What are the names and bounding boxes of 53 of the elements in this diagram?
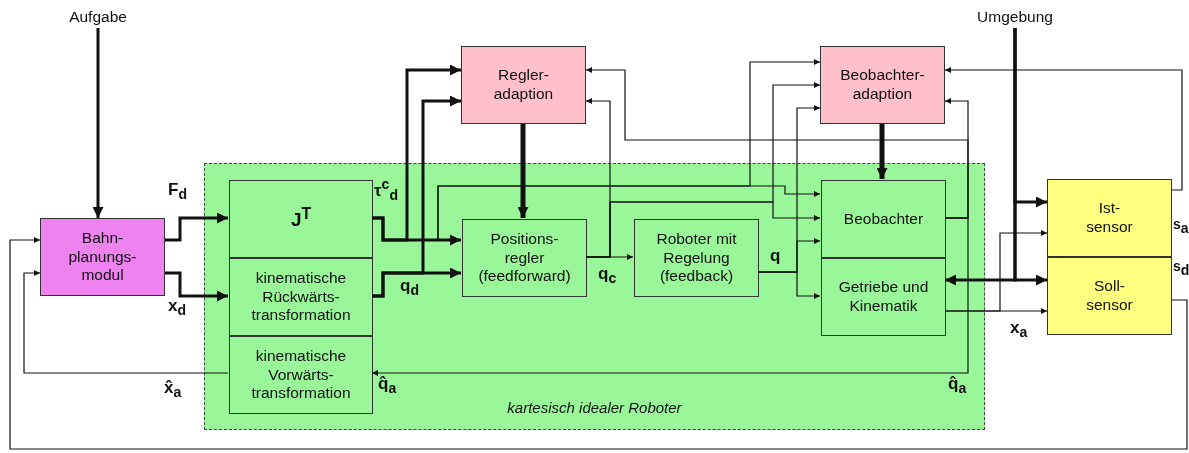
input-label: Aufgabe <box>58 6 138 28</box>
arrow <box>945 28 1017 286</box>
process-box <box>821 258 946 336</box>
arrow <box>9 237 1188 450</box>
signal-label: q̂$_{a}$ <box>948 374 967 397</box>
signal-label: q$_{d}$ <box>400 276 419 299</box>
signal-label: x̂$_{a}$ <box>164 378 182 401</box>
process-box <box>462 219 587 297</box>
box-label: Soll-sensor <box>1085 277 1134 315</box>
process-box <box>1047 257 1172 335</box>
arrow <box>165 212 228 242</box>
box-label: Positions-regler (feedforward) <box>477 230 572 286</box>
box-label: Beobachter <box>843 209 924 229</box>
arrow <box>944 67 1183 191</box>
signal-label: x$_{a}$ <box>1010 318 1028 341</box>
box-label: Roboter mit Regelung (feedback) <box>655 230 738 286</box>
signal-label: q̂$_{a}$ <box>378 374 397 397</box>
signal-label: x$_{d}$ <box>168 296 187 319</box>
arrow <box>517 124 529 218</box>
signal-label: q <box>770 246 781 266</box>
signal-label: F$_{d}$ <box>168 180 187 203</box>
arrow <box>23 270 229 374</box>
process-box <box>40 218 165 296</box>
subsystem-region <box>204 163 985 430</box>
signal-label: q$_{c}$ <box>598 264 617 287</box>
process-box <box>229 336 373 414</box>
arrow <box>757 105 821 273</box>
arrow <box>372 64 461 242</box>
input-label: Umgebung <box>965 6 1065 28</box>
arrow <box>585 201 821 258</box>
box-label: Beobachter-adaption <box>839 66 926 104</box>
arrow <box>372 95 461 298</box>
process-box <box>1047 179 1172 257</box>
region-title: kartesisch idealer Roboter <box>506 399 683 417</box>
box-label: Regler-adaption <box>492 66 555 104</box>
process-box <box>634 219 759 297</box>
box-label: J$^{T}$ <box>290 205 312 233</box>
box-label: Getriebe und Kinematik <box>838 278 929 316</box>
arrow <box>371 217 969 376</box>
process-box <box>461 46 586 124</box>
box-label: kinematische Rückwärts-transformation <box>250 269 352 325</box>
box-label: Ist-sensor <box>1085 199 1134 237</box>
arrow <box>585 67 969 219</box>
process-box <box>820 46 945 124</box>
process-box <box>821 180 946 258</box>
process-box <box>229 258 373 336</box>
arrow <box>944 308 1048 314</box>
box-label: Bahn-planungs-modul <box>67 229 138 285</box>
arrow <box>165 271 228 302</box>
box-label: kinematische Vorwärts-transformation <box>250 347 352 403</box>
arrow <box>876 124 888 179</box>
arrow <box>92 28 104 218</box>
process-box <box>229 180 373 258</box>
